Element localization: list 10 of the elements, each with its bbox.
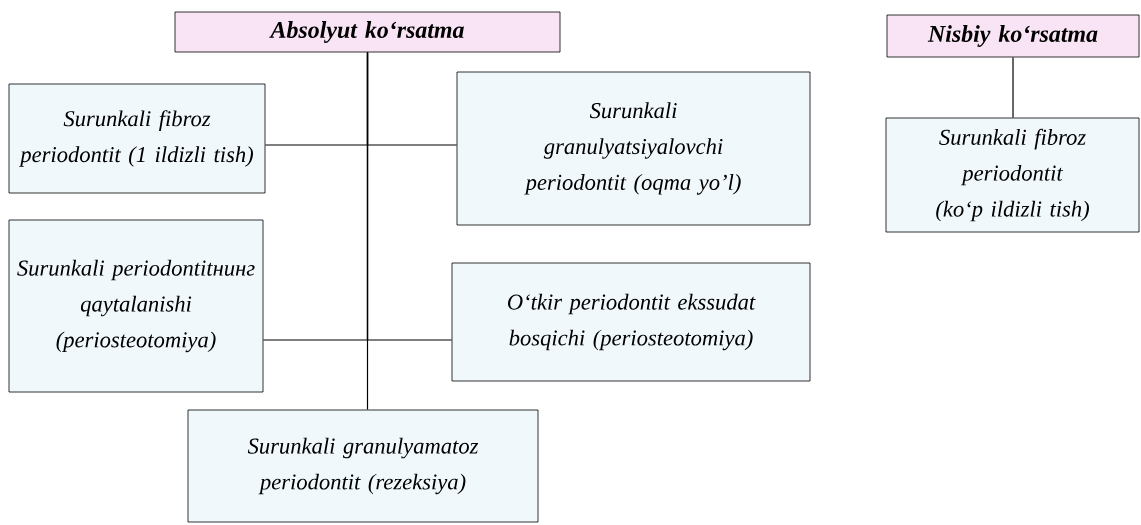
text-box: O‘tkir periodontit ekssudat bosqichi (periosteotomiya) bbox=[451, 262, 811, 382]
heading-box: Nisbiy ko‘rsatma bbox=[886, 14, 1140, 58]
text-box: Surunkali periodontitнинг qaytalanishi (periosteotomiya) bbox=[8, 219, 264, 393]
text-box: Surunkali granulyatsiyalovchi periodontit (oqma yo’l) bbox=[456, 71, 811, 226]
connector-line bbox=[366, 51, 369, 411]
connector-line bbox=[1012, 56, 1014, 119]
heading-box: Absolyut ko‘rsatma bbox=[174, 11, 561, 53]
text-box: Surunkali fibroz periodontit (ko‘p ildizli tish) bbox=[885, 117, 1140, 233]
text-box: Surunkali fibroz periodontit (1 ildizli tish) bbox=[8, 83, 266, 194]
text-box: Surunkali granulyamatoz periodontit (rezeksiya) bbox=[187, 409, 539, 523]
